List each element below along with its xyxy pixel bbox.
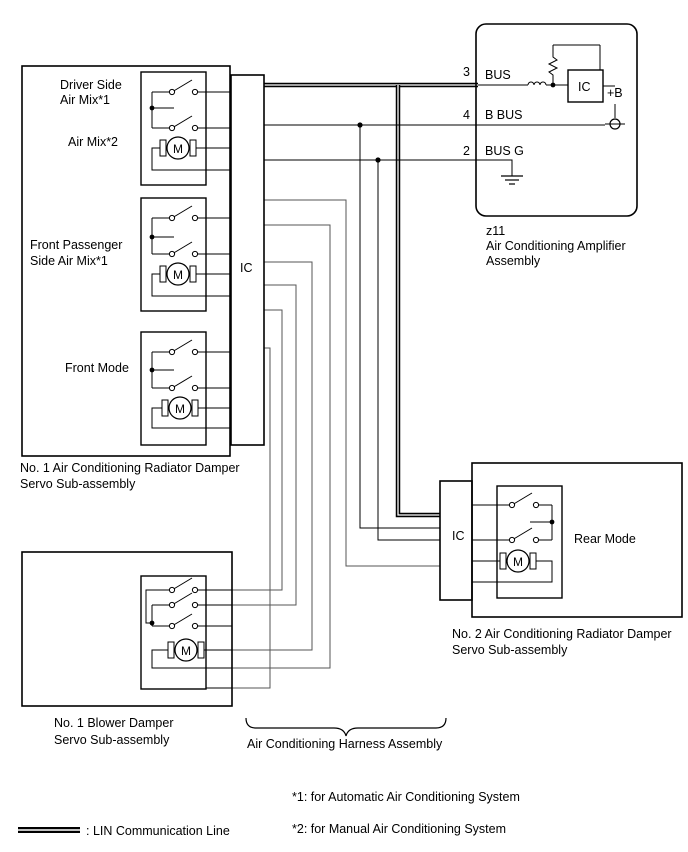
front-passenger-label-line1: Front Passenger <box>30 238 122 252</box>
servo1-ic-label: IC <box>240 261 253 275</box>
harness-label: Air Conditioning Harness Assembly <box>247 737 443 751</box>
pin-bus-label: BUS <box>485 68 511 82</box>
rear-mode-label: Rear Mode <box>574 532 636 546</box>
blower-name-line2: Servo Sub-assembly <box>54 733 170 747</box>
plus-b-label: +B <box>607 86 623 100</box>
pin-3-number: 3 <box>463 65 470 79</box>
radiator-damper-servo-1: IC M <box>21 65 265 457</box>
pin-b-bus-label: B BUS <box>485 108 523 122</box>
motor-icon: M <box>499 549 537 573</box>
pin-2-number: 2 <box>463 144 470 158</box>
motor-label: M <box>173 268 183 282</box>
amplifier-name-line2: Assembly <box>486 254 541 268</box>
inductor-icon <box>527 81 547 86</box>
ground-icon <box>501 175 523 185</box>
motor-label: M <box>175 402 185 416</box>
lin-legend-label: : LIN Communication Line <box>86 824 230 838</box>
driver-side-label-line2: Air Mix*1 <box>60 93 110 107</box>
front-passenger-label-line2: Side Air Mix*1 <box>30 254 108 268</box>
radiator-damper-servo-2: IC M Rear Mode <box>439 462 683 618</box>
motor-label: M <box>181 644 191 658</box>
servo2-ic-label: IC <box>452 529 465 543</box>
air-mix-switch-unit: M <box>140 71 231 186</box>
blower-damper-servo: M <box>21 551 233 707</box>
servo1-name-line1: No. 1 Air Conditioning Radiator Damper <box>20 461 240 475</box>
front-mode-switch-unit: M <box>140 331 231 446</box>
driver-side-label-line1: Driver Side <box>60 78 122 92</box>
note-1: *1: for Automatic Air Conditioning Syste… <box>292 790 520 804</box>
amplifier-connector-code: z11 <box>486 224 505 238</box>
resistor-icon <box>547 52 559 85</box>
motor-icon: M <box>159 136 197 160</box>
front-mode-label: Front Mode <box>65 361 129 375</box>
servo1-name-line2: Servo Sub-assembly <box>20 477 136 491</box>
power-wires <box>264 122 478 541</box>
pin-4-number: 4 <box>463 108 470 122</box>
amplifier-ic-label: IC <box>578 80 591 94</box>
pin-bus-g-label: BUS G <box>485 144 524 158</box>
amplifier-name-line1: Air Conditioning Amplifier <box>486 239 626 253</box>
harness-brace <box>245 717 447 737</box>
servo2-name-line2: Servo Sub-assembly <box>452 643 568 657</box>
motor-icon: M <box>161 396 199 420</box>
blower-name-line1: No. 1 Blower Damper <box>54 716 174 730</box>
air-mix-manual-label: Air Mix*2 <box>68 135 118 149</box>
harness-wires <box>210 199 440 689</box>
air-conditioning-amplifier: 3 BUS 4 B BUS 2 BUS G IC +B <box>463 23 638 217</box>
lin-legend: : LIN Communication Line <box>18 824 230 838</box>
motor-icon: M <box>159 262 197 286</box>
motor-icon: M <box>167 638 205 662</box>
servo2-name-line1: No. 2 Air Conditioning Radiator Damper <box>452 627 672 641</box>
lin-communication-line <box>264 82 478 518</box>
motor-label: M <box>173 142 183 156</box>
note-2: *2: for Manual Air Conditioning System <box>292 822 506 836</box>
motor-label: M <box>513 555 523 569</box>
front-passenger-air-mix-switch-unit: M <box>140 197 231 312</box>
